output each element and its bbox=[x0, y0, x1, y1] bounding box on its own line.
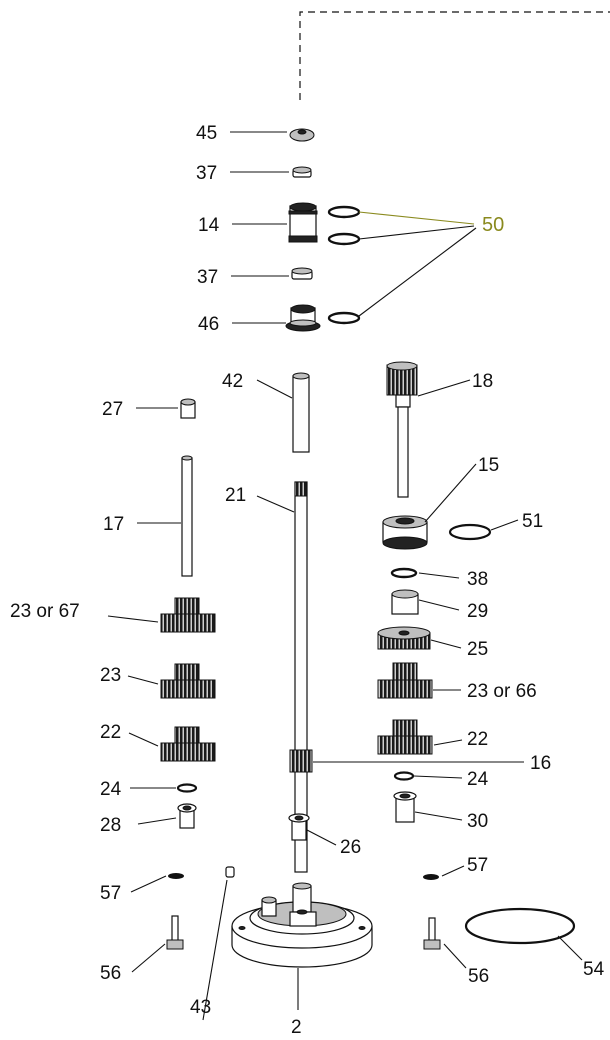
part-38-washer bbox=[390, 567, 418, 579]
callout-17: 17 bbox=[103, 514, 124, 535]
leader-lines bbox=[107, 131, 583, 1021]
callout-57-right: 57 bbox=[467, 855, 488, 876]
callout-24-left: 24 bbox=[100, 779, 122, 800]
callout-45: 45 bbox=[196, 123, 217, 144]
part-42-tube bbox=[292, 372, 310, 453]
callout-46: 46 bbox=[198, 314, 219, 335]
part-2-base bbox=[231, 882, 373, 968]
part-23-gear bbox=[160, 663, 216, 699]
callout-38: 38 bbox=[467, 569, 488, 590]
callout-50: 50 bbox=[482, 214, 504, 236]
part-14-cylinder bbox=[288, 202, 318, 243]
part-26-bushing bbox=[288, 813, 310, 841]
callout-22-right: 22 bbox=[467, 729, 488, 750]
part-24-right-washer bbox=[393, 771, 415, 781]
callout-15: 15 bbox=[478, 455, 499, 476]
callout-56-right: 56 bbox=[468, 966, 489, 987]
callout-51: 51 bbox=[522, 511, 543, 532]
part-22-left-gear bbox=[160, 726, 216, 762]
part-15-seal bbox=[382, 515, 428, 550]
part-45-washer bbox=[289, 128, 315, 142]
callout-25: 25 bbox=[467, 639, 488, 660]
part-56-left-screw bbox=[166, 915, 184, 950]
callout-22-left: 22 bbox=[100, 722, 121, 743]
part-25-gear bbox=[377, 626, 431, 650]
callout-37-lower: 37 bbox=[197, 267, 218, 288]
callout-18: 18 bbox=[472, 371, 493, 392]
dashed-connector bbox=[299, 11, 610, 100]
part-51-oring bbox=[448, 523, 492, 541]
callout-28: 28 bbox=[100, 815, 121, 836]
part-23-or-66-gear bbox=[377, 662, 433, 699]
part-23-or-67-gear bbox=[160, 597, 216, 633]
callout-56-left: 56 bbox=[100, 963, 121, 984]
part-18-pinion-shaft bbox=[386, 361, 418, 498]
callout-2: 2 bbox=[291, 1017, 302, 1038]
callout-23-or-67: 23 or 67 bbox=[10, 601, 80, 622]
part-37-lower-bushing bbox=[291, 267, 313, 280]
callout-27: 27 bbox=[102, 399, 123, 420]
part-50-oring-2 bbox=[327, 232, 361, 246]
part-17-shaft bbox=[181, 455, 193, 577]
part-29-bushing bbox=[391, 589, 419, 615]
part-21-main-shaft bbox=[294, 481, 308, 873]
callout-43: 43 bbox=[190, 997, 211, 1018]
part-54-large-oring bbox=[464, 907, 576, 945]
part-50-oring-3 bbox=[327, 311, 361, 325]
callout-23: 23 bbox=[100, 665, 121, 686]
callout-54: 54 bbox=[583, 959, 605, 980]
callout-labels: 45 37 14 37 46 50 42 18 27 15 21 17 51 3… bbox=[10, 123, 605, 1038]
part-37-top-bushing bbox=[292, 166, 312, 178]
callout-14: 14 bbox=[198, 215, 220, 236]
part-30-bushing bbox=[393, 791, 417, 823]
part-50-oring-1 bbox=[327, 205, 361, 219]
part-57-right-clip bbox=[423, 874, 439, 880]
part-28-bushing bbox=[177, 803, 197, 829]
part-27-bushing bbox=[180, 398, 196, 419]
part-24-left-washer bbox=[176, 783, 198, 793]
callout-29: 29 bbox=[467, 601, 488, 622]
part-46-seal-housing bbox=[285, 304, 321, 332]
part-56-right-screw bbox=[423, 917, 441, 950]
part-16-shaft-gear bbox=[289, 749, 313, 773]
callout-30: 30 bbox=[467, 811, 488, 832]
part-22-right-gear bbox=[377, 719, 433, 755]
callout-37-top: 37 bbox=[196, 163, 217, 184]
callout-21: 21 bbox=[225, 485, 246, 506]
callout-24-right: 24 bbox=[467, 769, 489, 790]
callout-42: 42 bbox=[222, 371, 243, 392]
part-43-pin bbox=[225, 866, 235, 878]
callout-16: 16 bbox=[530, 753, 551, 774]
part-57-left-clip bbox=[168, 873, 184, 879]
callout-57-left: 57 bbox=[100, 883, 121, 904]
callout-26: 26 bbox=[340, 837, 361, 858]
callout-23-or-66: 23 or 66 bbox=[467, 681, 537, 702]
